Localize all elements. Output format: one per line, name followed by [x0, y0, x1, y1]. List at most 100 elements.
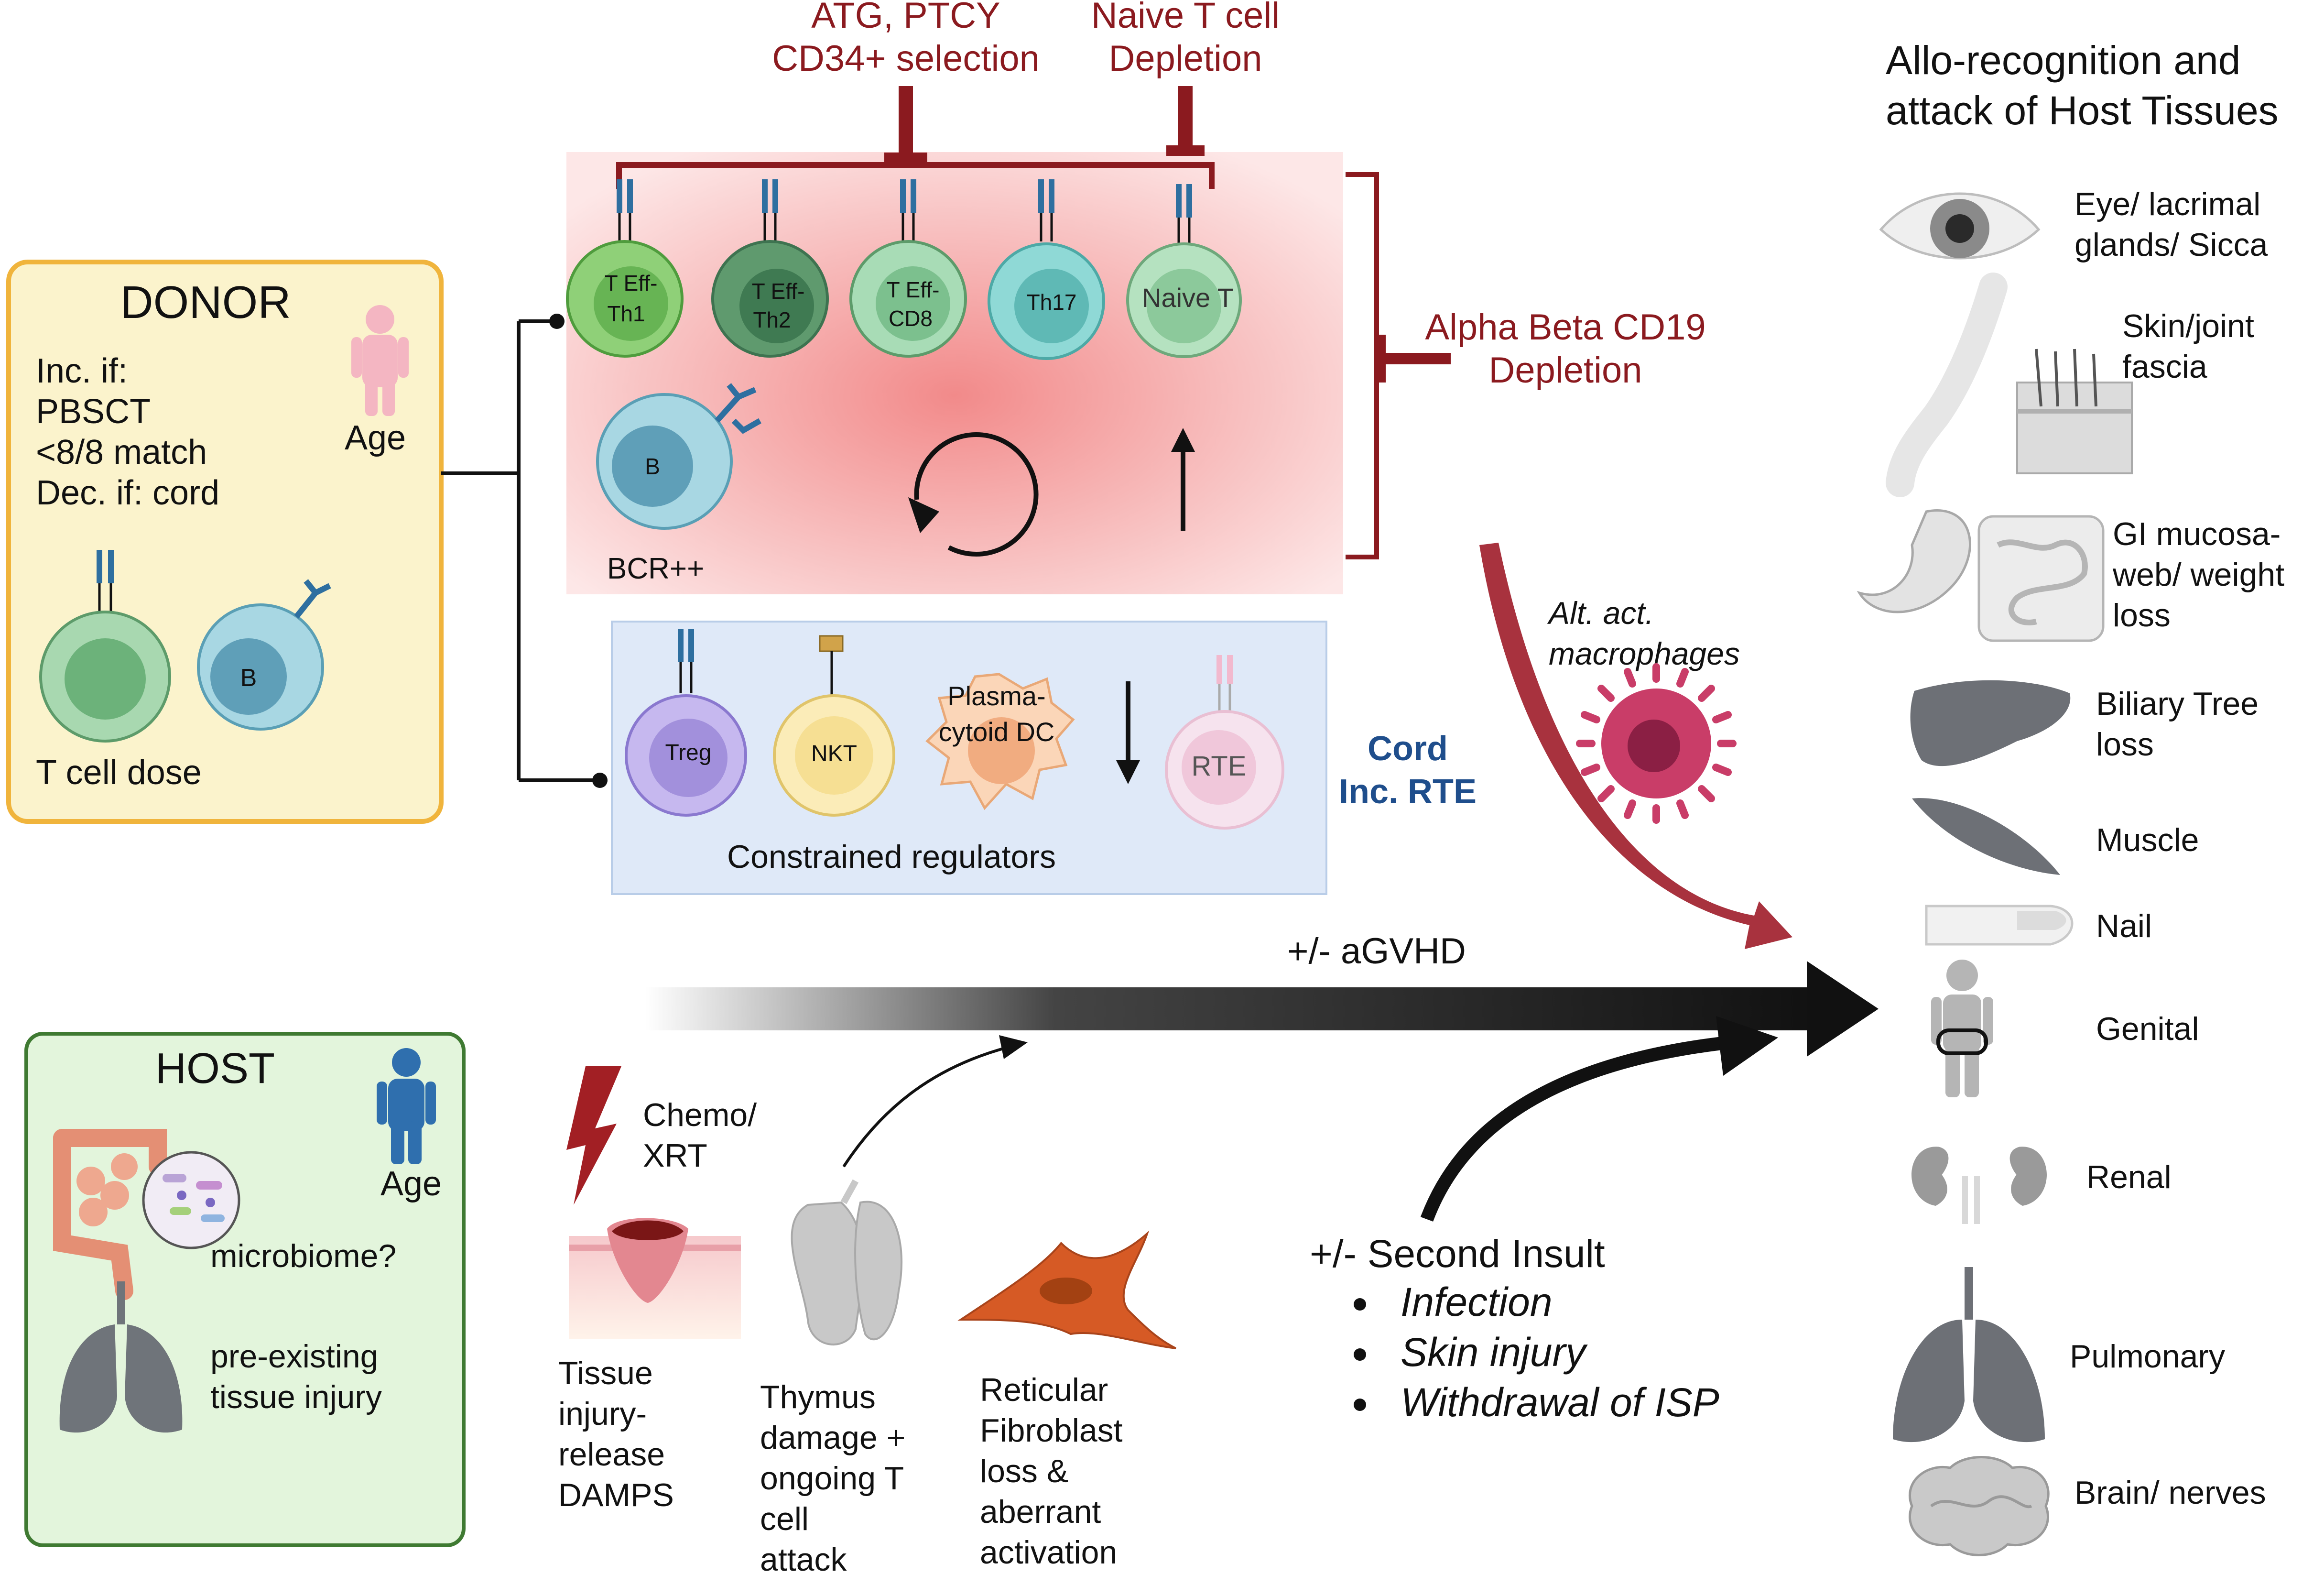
- nail-icon: [1925, 905, 2074, 946]
- insult-item-2: Skin injury: [1401, 1330, 1588, 1375]
- th1-label-a: T Eff-: [605, 271, 658, 295]
- bcr-label: BCR++: [607, 552, 704, 585]
- target-eye-line1: Eye/ lacrimal: [2074, 186, 2260, 222]
- fibroblast-line5: activation: [980, 1534, 1117, 1571]
- connector-dot-top: [549, 314, 565, 329]
- brain-icon: [1908, 1456, 2050, 1556]
- host-lungs-icon: [59, 1281, 183, 1433]
- effector-cell-th17: Th17: [988, 179, 1105, 360]
- donor-t-cell-icon: [39, 550, 171, 743]
- intervention-atg-line2: CD34+ selection: [772, 38, 1040, 79]
- gi-tract-icon: [1857, 509, 2105, 642]
- thymus-icon: [791, 1179, 902, 1346]
- nkt-cell: NKT: [773, 635, 895, 817]
- pdc-line2: cytoid DC: [939, 717, 1055, 747]
- intervention-naive-line1: Naive T cell: [1091, 0, 1280, 36]
- target-gi-line1: GI mucosa-: [2113, 516, 2281, 552]
- agvhd-arrow: [645, 961, 1879, 1057]
- treg-label: Treg: [665, 740, 712, 765]
- intervention-atg-line1: ATG, PTCY: [811, 0, 1000, 36]
- macrophage-icon: [1576, 663, 1737, 824]
- host-age-person-icon: [377, 1048, 436, 1164]
- thymus-arrow: [842, 1035, 1028, 1168]
- insult-bullet-1: [1354, 1298, 1366, 1311]
- tissue-injury-line3: release: [558, 1436, 665, 1473]
- fibroblast-icon: [957, 1230, 1176, 1349]
- chemo-line2: XRT: [643, 1137, 707, 1174]
- lightning-icon: [566, 1066, 621, 1205]
- target-muscle: Muscle: [2096, 822, 2199, 858]
- target-renal: Renal: [2086, 1159, 2172, 1195]
- macrophage-line1: Alt. act.: [1547, 595, 1654, 631]
- eye-icon: [1879, 192, 2041, 260]
- genital-person-icon: [1931, 960, 1993, 1097]
- donor-b-cell-icon: B: [197, 579, 331, 731]
- rte-cell: RTE: [1165, 655, 1284, 830]
- naive-t-label: Naive T: [1142, 283, 1234, 313]
- intestine-icon: [53, 1129, 167, 1300]
- cd8-label-a: T Eff-: [887, 277, 940, 302]
- thymus-line1: Thymus: [760, 1379, 876, 1415]
- insult-bullet-2: [1354, 1348, 1366, 1361]
- targets-title-line1: Allo-recognition and: [1886, 38, 2240, 83]
- regulators-caption: Constrained regulators: [727, 839, 1056, 875]
- target-gi-line3: loss: [2113, 597, 2171, 634]
- treg-cell: Treg: [625, 629, 747, 817]
- microbiome-label: microbiome?: [210, 1238, 396, 1274]
- target-pulmonary: Pulmonary: [2070, 1338, 2225, 1375]
- second-insult-title: +/- Second Insult: [1310, 1232, 1605, 1276]
- host-age-label: Age: [380, 1165, 442, 1203]
- cd8-label-b: CD8: [889, 306, 933, 331]
- nkt-label: NKT: [811, 741, 857, 766]
- agvhd-label: +/- aGVHD: [1287, 931, 1466, 972]
- effector-cell-th1: T Eff- Th1: [566, 179, 684, 358]
- connector-dot-bottom: [592, 773, 608, 788]
- intervention-naive-line2: Depletion: [1108, 38, 1262, 79]
- tissue-injury-line1: Tissue: [558, 1355, 653, 1391]
- effector-b-label: B: [645, 454, 660, 480]
- targets-title-line2: attack of Host Tissues: [1886, 88, 2279, 133]
- fibroblast-line2: Fibroblast: [980, 1412, 1123, 1449]
- donor-age-person-icon: [351, 305, 409, 416]
- rte-label: RTE: [1192, 751, 1247, 782]
- fibroblast-line3: loss &: [980, 1453, 1068, 1489]
- donor-line-1: Inc. if:: [36, 352, 128, 390]
- muscle-icon: [1912, 798, 2060, 875]
- target-brain: Brain/ nerves: [2074, 1475, 2266, 1511]
- cord-line1: Cord: [1368, 730, 1448, 768]
- inhibition-bracket: [616, 86, 1215, 189]
- alpha-beta-line2: Depletion: [1488, 350, 1642, 391]
- increase-arrow-icon: [1171, 428, 1195, 531]
- effector-cell-naive-t: Naive T: [1126, 184, 1242, 358]
- target-biliary-line2: loss: [2096, 726, 2154, 763]
- target-eye-line2: glands/ Sicca: [2074, 227, 2268, 263]
- th2-label-b: Th2: [753, 307, 791, 332]
- effector-cell-cd8: T Eff- CD8: [849, 179, 967, 358]
- plasmacytoid-dc-cell: Plasma- cytoid DC: [925, 673, 1075, 810]
- donor-line-3: <8/8 match: [36, 433, 207, 471]
- th1-label-b: Th1: [607, 301, 645, 326]
- alpha-beta-bracket: [1346, 172, 1451, 559]
- host-injury-line1: pre-existing: [210, 1338, 379, 1375]
- thymus-line2: damage +: [760, 1420, 905, 1456]
- alpha-beta-line1: Alpha Beta CD19: [1425, 307, 1705, 348]
- donor-line-2: PBSCT: [36, 393, 151, 431]
- proliferation-cycle-icon: [908, 432, 1039, 557]
- target-nail: Nail: [2096, 908, 2152, 944]
- insult-bullet-3: [1354, 1399, 1366, 1411]
- donor-panel: DONOR Inc. if: PBSCT <8/8 match Dec. if:…: [6, 260, 444, 824]
- target-biliary-line1: Biliary Tree: [2096, 686, 2259, 722]
- th17-label: Th17: [1027, 290, 1077, 315]
- donor-title: DONOR: [120, 277, 291, 328]
- thymus-line3: ongoing T: [760, 1460, 904, 1497]
- donor-line-4: Dec. if: cord: [36, 474, 219, 512]
- skin-joint-icon: [1886, 273, 2133, 497]
- macrophage-line2: macrophages: [1549, 636, 1740, 671]
- target-skin-line1: Skin/joint: [2122, 308, 2254, 344]
- donor-age-label: Age: [345, 419, 406, 457]
- thymus-line4: cell: [760, 1501, 809, 1537]
- target-gi-line2: web/ weight: [2112, 557, 2284, 593]
- microbiome-icon: [142, 1151, 240, 1249]
- host-title: HOST: [155, 1045, 275, 1093]
